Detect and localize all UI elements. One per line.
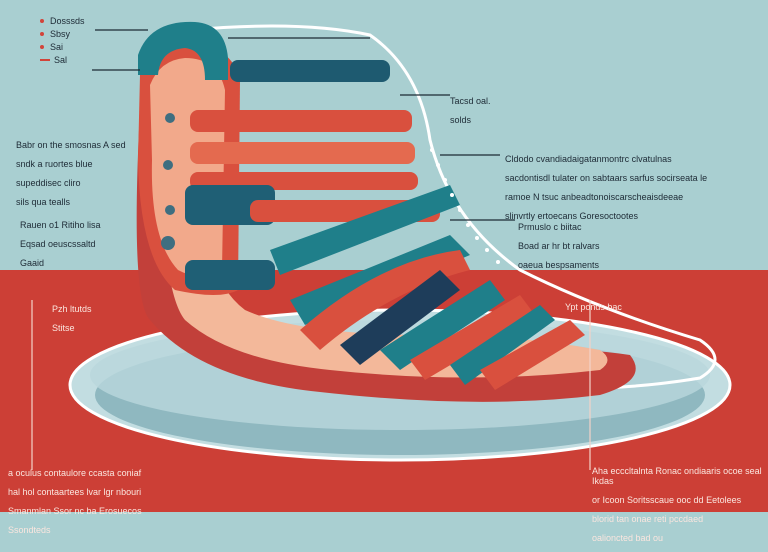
label-right-lower: Ypt ponds bac	[565, 302, 622, 313]
label-right-middle: Prmuslo c biitac Boad ar hr bt ralvars o…	[518, 222, 600, 271]
legend-item: Sbsy	[40, 27, 100, 40]
legend-dash-icon	[40, 58, 50, 61]
label-bottom-left: a oculus contaulore ccasta coniaf hal ho…	[8, 468, 142, 536]
label-left-upper: Babr on the smosnas A sed sndk a ruortes…	[16, 140, 126, 208]
legend-item: Sal	[40, 53, 100, 66]
rivets	[161, 113, 175, 250]
label-bottom-right: Aha ecccltalnta Ronac ondiaaris ocoe sea…	[592, 466, 762, 543]
label-left-middle: Rauen o1 Ritiho lisa Eqsad oeuscssaltd G…	[20, 220, 101, 269]
legend-dot-icon	[40, 44, 44, 49]
leader-lines-red	[31, 300, 591, 470]
label-top-right: Tacsd oal. solds	[450, 96, 491, 126]
foot-outline	[189, 24, 717, 391]
legend-dot-icon	[40, 31, 44, 36]
legend: Dosssds Sbsy Sai Sal	[40, 14, 100, 66]
heel-straps	[185, 60, 440, 290]
legend-dot-icon	[40, 18, 44, 23]
leader-lines	[92, 29, 515, 221]
arch-dotted-line	[430, 148, 500, 264]
legend-item: Sai	[40, 40, 100, 53]
legend-item: Dosssds	[40, 14, 100, 27]
label-right-upper: Cldodo cvandiadaigatanmontrc clvatulnas …	[505, 154, 708, 222]
forefoot-straps	[270, 185, 585, 390]
sandal-anatomy-diagram	[0, 21, 768, 512]
label-left-lower: Pzh ltutds Stitse	[52, 304, 92, 334]
